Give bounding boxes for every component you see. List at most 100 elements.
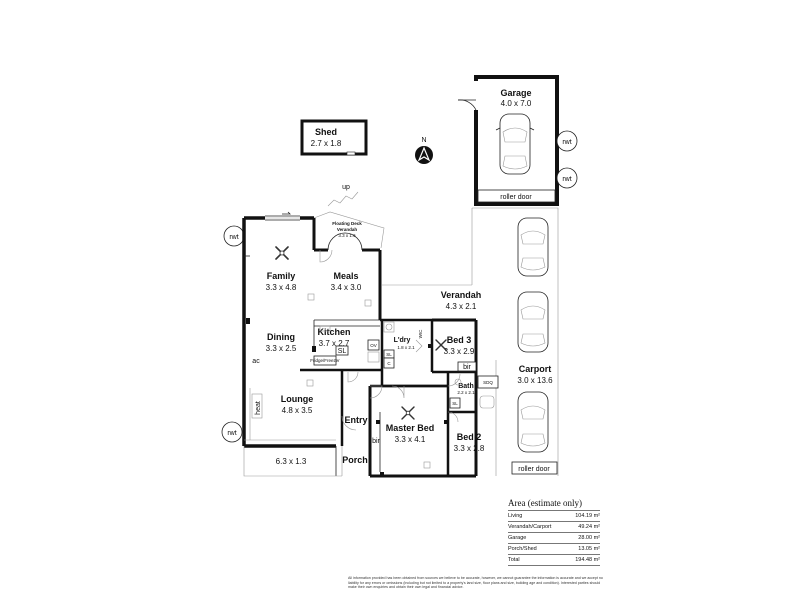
car-icon bbox=[517, 391, 549, 453]
door-swings bbox=[319, 249, 461, 431]
area-row-label: Verandah/Carport bbox=[508, 524, 552, 530]
bed3-robe-label: bir bbox=[463, 364, 471, 371]
carport-roller-door bbox=[511, 461, 558, 475]
disclaimer: All information provided has been obtain… bbox=[348, 576, 603, 590]
shed-dims: 2.7 x 1.8 bbox=[311, 139, 342, 148]
family-name: Family bbox=[267, 271, 296, 281]
basin-icon bbox=[479, 395, 495, 409]
rwt-tank-4-label: rwt bbox=[227, 430, 236, 437]
ac-label: ac bbox=[252, 358, 260, 365]
dining-dims: 3.3 x 2.5 bbox=[266, 344, 297, 353]
family-dims: 3.3 x 4.8 bbox=[266, 283, 297, 292]
meals-dims: 3.4 x 3.0 bbox=[331, 283, 362, 292]
carport-dims: 3.0 x 13.6 bbox=[517, 376, 553, 385]
entry-name: Entry bbox=[344, 415, 367, 425]
garage-roller-door bbox=[477, 189, 556, 203]
car-icon bbox=[517, 291, 549, 353]
bath-shelf-label: SL bbox=[452, 401, 458, 406]
ceiling-fan-icon bbox=[401, 406, 415, 420]
oven-label: OV bbox=[370, 343, 377, 348]
dining-name: Dining bbox=[267, 332, 295, 342]
area-row-porch-shed: Porch/Shed 13.05 m² bbox=[508, 543, 600, 554]
area-total-value: 194.48 m² bbox=[575, 557, 600, 563]
light-icon bbox=[306, 379, 314, 387]
deck-dims: 3.3 x 1.6 bbox=[338, 233, 356, 238]
heater-label: heat bbox=[255, 401, 262, 415]
deck-up-label: up bbox=[342, 184, 350, 191]
carport-name: Carport bbox=[519, 364, 552, 374]
kitchen-dims: 3.7 x 2.7 bbox=[319, 339, 350, 348]
area-row-value: 49.24 m² bbox=[578, 524, 600, 530]
wc-label: C bbox=[387, 361, 391, 366]
carport: Carport 3.0 x 13.6 roller door bbox=[382, 207, 559, 476]
laundry-dims: 1.8 x 2.1 bbox=[397, 345, 415, 350]
light-icon bbox=[307, 293, 315, 301]
north-arrow: N bbox=[415, 137, 433, 164]
wall-stubs bbox=[376, 344, 448, 476]
bed3-robe bbox=[457, 361, 477, 372]
room-entry: Entry bbox=[344, 415, 367, 425]
oven bbox=[367, 339, 380, 351]
room-laundry: L'dry 1.8 x 2.1 SL C bbox=[383, 321, 423, 369]
fridge-space bbox=[313, 355, 337, 366]
wc bbox=[383, 357, 395, 369]
area-table-title: Area (estimate only) bbox=[508, 498, 582, 508]
deck-name-1: Floating Deck bbox=[332, 221, 362, 226]
ceiling-fan-icon bbox=[435, 339, 447, 351]
room-bed3: Bed 3 3.3 x 2.9 bir bbox=[435, 335, 477, 372]
heater bbox=[251, 393, 263, 419]
bed2-dims: 3.3 x 2.8 bbox=[454, 444, 485, 453]
carport-roller-door-label: roller door bbox=[518, 466, 550, 473]
rwt-tank-2: rwt bbox=[556, 167, 578, 189]
kitchen-shelf bbox=[335, 345, 349, 356]
area-row-label: Garage bbox=[508, 535, 527, 541]
room-kitchen: Kitchen 3.7 x 2.7 OV SL Fridge/Freezer bbox=[310, 325, 380, 366]
wic: WIC bbox=[418, 329, 423, 338]
area-row-label: Porch/Shed bbox=[508, 546, 537, 552]
front-area-dims: 6.3 x 1.3 bbox=[276, 457, 307, 466]
kitchen-shelf-label: SL bbox=[338, 348, 347, 355]
verandah: Verandah 4.3 x 2.1 bbox=[441, 290, 482, 311]
area-row-total: Total 194.48 m² bbox=[508, 554, 600, 566]
laundry-name: L'dry bbox=[394, 337, 411, 344]
bed3-dims: 3.3 x 2.9 bbox=[444, 347, 475, 356]
shower-label: SDQ bbox=[483, 380, 493, 385]
verandah-dims: 4.3 x 2.1 bbox=[446, 302, 477, 311]
master-bed-name: Master Bed bbox=[386, 423, 435, 433]
front-area: 6.3 x 1.3 bbox=[243, 446, 342, 477]
garage: Garage 4.0 x 7.0 roller door bbox=[457, 75, 559, 206]
deck-name-2: Verandah bbox=[337, 227, 358, 232]
light-icon bbox=[364, 299, 372, 307]
rwt-tank-2-label: rwt bbox=[562, 176, 571, 183]
bath-dims: 2.2 x 2.1 bbox=[457, 390, 475, 395]
kitchen-name: Kitchen bbox=[317, 327, 350, 337]
area-row-value: 28.00 m² bbox=[578, 535, 600, 541]
light-icon bbox=[423, 461, 431, 469]
area-row-value: 104.19 m² bbox=[575, 513, 600, 519]
laundry-tub bbox=[383, 321, 395, 333]
verandah-name: Verandah bbox=[441, 290, 482, 300]
master-robe-label: bir bbox=[372, 438, 380, 445]
lounge-name: Lounge bbox=[281, 394, 314, 404]
room-dining: Dining 3.3 x 2.5 bbox=[266, 332, 297, 353]
porch: Porch bbox=[341, 446, 368, 476]
bed2-name: Bed 2 bbox=[457, 432, 482, 442]
room-family: Family 3.3 x 4.8 bbox=[266, 246, 315, 301]
shed: Shed 2.7 x 1.8 bbox=[300, 119, 368, 156]
rwt-tank-1-label: rwt bbox=[562, 139, 571, 146]
room-bath: Bath 2.2 x 2.1 SDQ SL bbox=[449, 375, 499, 409]
wic-label: WIC bbox=[418, 329, 423, 338]
room-bed2: Bed 2 3.3 x 2.8 bbox=[454, 432, 485, 453]
fridge-label: Fridge/Freezer bbox=[310, 358, 340, 363]
area-row-label: Living bbox=[508, 513, 523, 519]
area-row-garage: Garage 28.00 m² bbox=[508, 532, 600, 543]
area-table: Area (estimate only) Living 104.19 m² Ve… bbox=[508, 498, 600, 566]
garage-name: Garage bbox=[500, 88, 531, 98]
room-lounge: Lounge 4.8 x 3.5 ac heat bbox=[251, 358, 314, 419]
room-master-bed: Master Bed 3.3 x 4.1 bir bbox=[372, 406, 435, 472]
area-row-living: Living 104.19 m² bbox=[508, 510, 600, 521]
area-total-label: Total bbox=[508, 557, 520, 563]
master-bed-dims: 3.3 x 4.1 bbox=[395, 435, 426, 444]
shower bbox=[477, 375, 499, 389]
room-meals: Meals 3.4 x 3.0 bbox=[331, 271, 372, 307]
